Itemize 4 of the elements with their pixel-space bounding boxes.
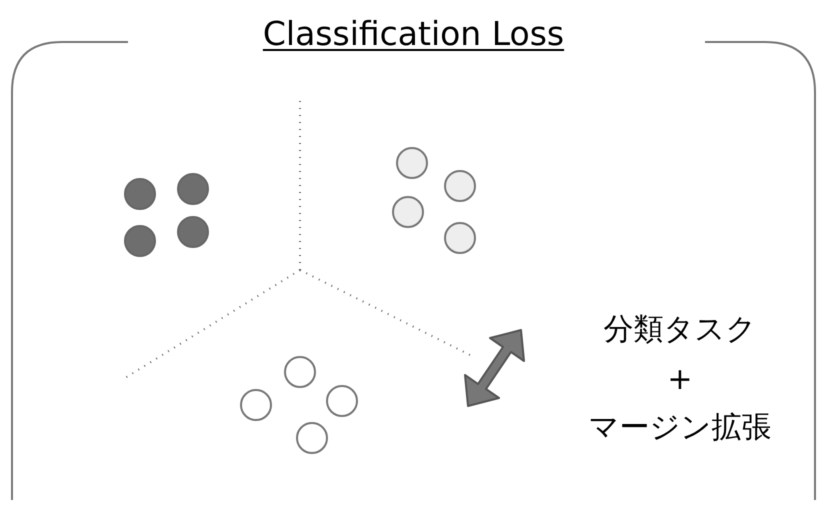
label: 分類タスク	[604, 312, 756, 348]
label: マージン拡張	[588, 410, 772, 446]
title: Classification Loss	[262, 14, 564, 53]
plus-sign: +	[667, 362, 693, 398]
